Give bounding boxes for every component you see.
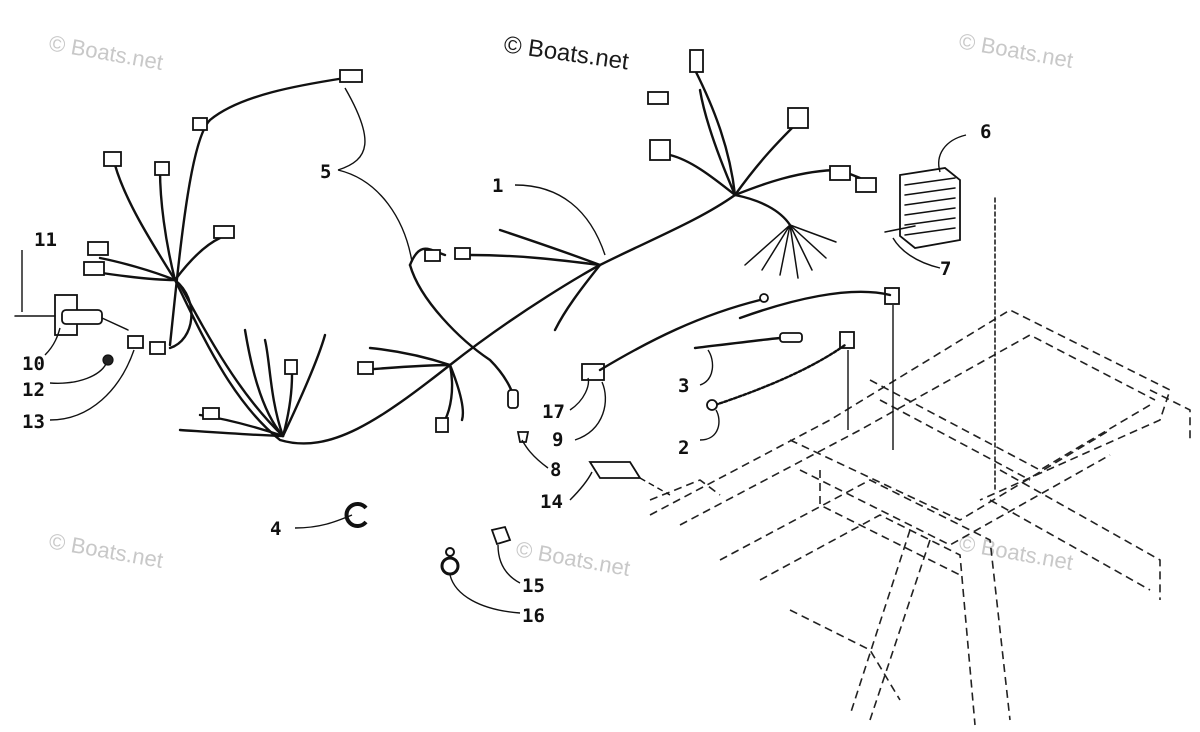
wire-3 [693,336,782,350]
harness-connectors [83,49,900,433]
callout-17: 17 [542,401,565,423]
connector-17 [581,363,605,381]
connector-s [829,165,851,181]
connector-i [424,249,441,262]
callout-6: 6 [980,121,991,143]
battery-cable [738,290,892,320]
screw-7 [884,225,916,233]
callout-5: 5 [320,161,331,183]
connector-o [649,139,671,161]
switch-body [61,309,103,325]
nut-12 [102,354,114,366]
callout-14: 14 [540,491,563,513]
part-14-pad [588,461,642,479]
main-wiring-harness [93,68,862,445]
connector-j [454,247,471,260]
connector-h [149,341,166,355]
connector-bat [884,287,900,305]
connector-l [435,417,449,433]
connector-q [689,49,704,73]
connector-a [192,117,208,131]
connector-p [647,91,669,105]
wire-5 [168,76,517,402]
connector-c [103,151,122,167]
connector-r [787,107,809,129]
fuse-8 [516,431,530,443]
callout-16: 16 [522,605,545,627]
connector-d [87,241,109,256]
connector-e [83,261,105,276]
ignition-switch [14,294,129,366]
callout-15: 15 [522,575,545,597]
connector-m [284,359,298,375]
connector-g [127,335,144,349]
connector-b [154,161,170,176]
connector-f [213,225,235,239]
wire-9 [598,298,762,372]
callout-12: 12 [22,379,45,401]
watermark-top-left: © Boats.net [47,30,165,75]
callout-4: 4 [270,518,281,540]
clip-4 [344,502,368,528]
connector-8 [507,389,519,409]
wire-2 [713,343,847,407]
callout-2: 2 [678,437,689,459]
callout-1: 1 [492,175,503,197]
connector-k [357,361,374,375]
callout-8: 8 [550,459,561,481]
connector-t [855,177,877,193]
small-parts [344,389,671,576]
chassis-frame-outline [649,309,1191,726]
clamp-16 [440,556,460,576]
callout-10: 10 [22,353,45,375]
voltage-regulator [884,167,996,491]
connector-n [202,407,220,420]
clip-15 [490,525,512,546]
watermark-bottom-left: © Boats.net [47,528,165,573]
watermark-bottom-right: © Boats.net [957,530,1075,575]
callout-9: 9 [552,429,563,451]
leader-lines [21,87,967,614]
callout-labels: 1 2 3 4 5 6 7 8 9 10 11 12 13 14 15 16 1… [22,121,991,627]
callout-3: 3 [678,375,689,397]
connector-2 [839,331,855,349]
regulator-body [899,167,961,249]
ground-and-battery-cables [598,290,894,450]
watermark-top-right: © Boats.net [957,28,1075,73]
pigtail-fan [744,224,837,279]
callout-13: 13 [22,411,45,433]
connector-top-5 [339,69,363,83]
callout-7: 7 [940,258,951,280]
callout-11: 11 [34,229,57,251]
watermark-main: © Boats.net [502,31,631,75]
